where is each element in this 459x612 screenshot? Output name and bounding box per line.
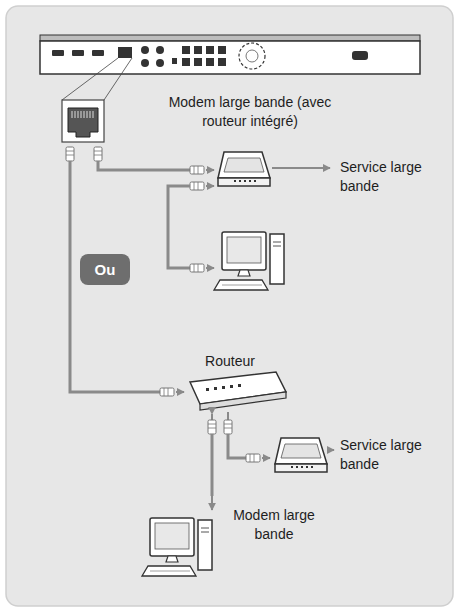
device-label: Modem large bande [222, 506, 326, 544]
device-label: Service large bande [340, 158, 444, 196]
device-label: Service large bande [340, 436, 444, 474]
badge-text: Ou [95, 261, 116, 278]
or-badge: Ou [80, 254, 130, 285]
device-label: Modem large bande (avec routeur intégré) [160, 93, 340, 131]
device-label: Routeur [195, 352, 265, 371]
